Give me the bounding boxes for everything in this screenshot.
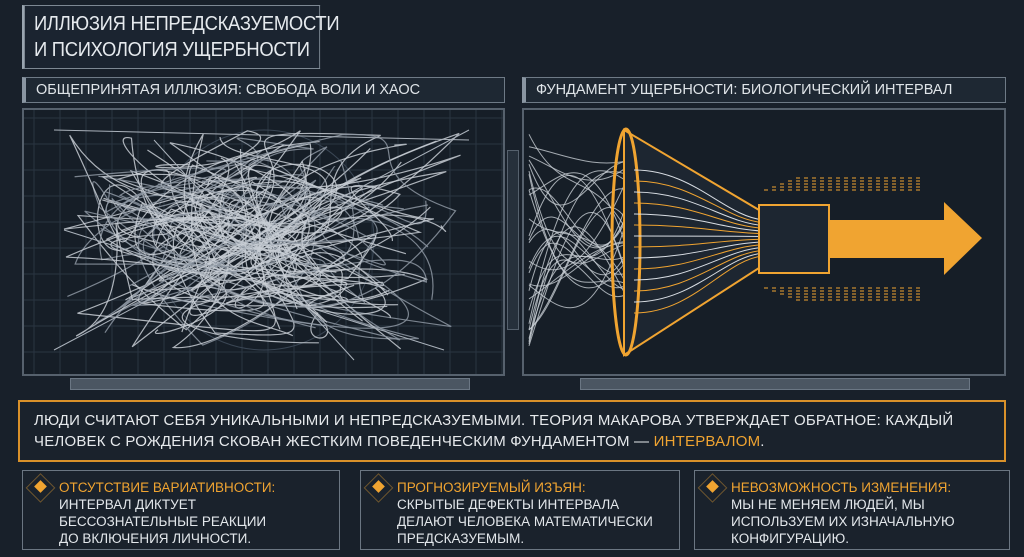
- funnel-line: [633, 241, 765, 259]
- funnel-line: [633, 255, 765, 314]
- chaos-line: [74, 184, 386, 333]
- input-line: [528, 192, 635, 248]
- input-line: [528, 189, 635, 289]
- funnel-rim: [610, 127, 642, 357]
- quote-box: ЛЮДИ СЧИТАЮТ СЕБЯ УНИКАЛЬНЫМИ И НЕПРЕДСК…: [18, 400, 1006, 462]
- funnel-line: [633, 247, 765, 281]
- card-line: БЕССОЗНАТЕЛЬНЫЕ РЕАКЦИИ: [59, 514, 267, 529]
- chaos-line: [103, 143, 390, 301]
- output-arrow: [829, 202, 982, 275]
- quote-end: .: [760, 433, 765, 450]
- chaos-line: [118, 159, 355, 327]
- card-line: СКРЫТЫЕ ДЕФЕКТЫ ИНТЕРВАЛА: [397, 497, 620, 512]
- input-line: [528, 250, 635, 339]
- chaos-line: [97, 184, 281, 330]
- input-line: [528, 241, 635, 287]
- input-line: [528, 187, 635, 246]
- funnel-line: [633, 191, 765, 226]
- chaos-line: [152, 133, 399, 337]
- card-change: НЕВОЗМОЖНОСТЬ ИЗМЕНЕНИЯ: МЫ НЕ МЕНЯЕМ ЛЮ…: [694, 470, 1010, 550]
- left-panel: [22, 108, 505, 376]
- chaos-vector: [63, 229, 445, 351]
- card-heading: НЕВОЗМОЖНОСТЬ ИЗМЕНЕНИЯ:: [731, 480, 952, 495]
- input-line: [528, 134, 635, 245]
- chaos-scribble-icon: [24, 110, 503, 374]
- funnel-body: [623, 128, 760, 357]
- card-line: МЫ НЕ МЕНЯЕМ ЛЮДЕЙ, МЫ: [731, 497, 925, 512]
- chaos-vector: [53, 129, 470, 351]
- funnel-line: [633, 180, 765, 224]
- funnel-line: [633, 169, 765, 221]
- panel-divider: [507, 150, 519, 330]
- funnel-line: [633, 202, 765, 229]
- input-line: [528, 235, 635, 275]
- card-line: ПРЕДСКАЗУЕМЫМ.: [397, 531, 525, 546]
- input-line: [528, 162, 635, 271]
- funnel-line: [633, 249, 765, 292]
- card-line: ДЕЛАЮТ ЧЕЛОВЕКА МАТЕМАТИЧЕСКИ: [397, 514, 653, 529]
- funnel-tube: [758, 204, 830, 274]
- funnel-line: [633, 252, 765, 303]
- chaos-line: [99, 160, 429, 341]
- chaos-line: [63, 147, 371, 282]
- funnel-line: [633, 224, 765, 235]
- funnel-line: [633, 213, 765, 232]
- card-line: ИНТЕРВАЛ ДИКТУЕТ: [59, 497, 196, 512]
- funnel-line: [633, 238, 765, 248]
- left-panel-bar: [70, 378, 470, 390]
- quote-highlight: ИНТЕРВАЛОМ: [653, 433, 761, 450]
- right-panel-bar: [580, 378, 970, 390]
- quote-text: ЛЮДИ СЧИТАЮТ СЕБЯ УНИКАЛЬНЫМИ И НЕПРЕДСК…: [34, 412, 954, 450]
- page-title: ИЛЛЮЗИЯ НЕПРЕДСКАЗУЕМОСТИ И ПСИХОЛОГИЯ У…: [22, 5, 340, 69]
- diamond-icon: [34, 480, 47, 493]
- right-panel: [522, 108, 1006, 376]
- chaos-vector: [53, 129, 470, 141]
- title-line-1: ИЛЛЮЗИЯ НЕПРЕДСКАЗУЕМОСТИ: [33, 13, 340, 35]
- input-line: [528, 170, 635, 324]
- diamond-icon: [706, 480, 719, 493]
- input-line: [528, 174, 635, 289]
- input-line: [528, 155, 635, 181]
- card-flaw: ПРОГНОЗИРУЕМЫЙ ИЗЪЯН: СКРЫТЫЕ ДЕФЕКТЫ ИН…: [360, 470, 680, 550]
- right-panel-header: ФУНДАМЕНТ УЩЕРБНОСТИ: БИОЛОГИЧЕСКИЙ ИНТЕ…: [522, 77, 1006, 103]
- input-line: [528, 231, 635, 291]
- funnel-line: [633, 235, 765, 237]
- chaos-line: [140, 154, 461, 290]
- card-heading: ОТСУТСТВИЕ ВАРИАТИВНОСТИ:: [59, 480, 276, 495]
- card-line: ИСПОЛЬЗУЕМ ИХ ИЗНАЧАЛЬНУЮ: [731, 514, 955, 529]
- input-line: [528, 234, 635, 276]
- left-panel-header: ОБЩЕПРИНЯТАЯ ИЛЛЮЗИЯ: СВОБОДА ВОЛИ И ХАО…: [22, 77, 505, 103]
- chaos-line: [104, 133, 457, 308]
- chaos-vector: [153, 139, 355, 361]
- chaos-line: [134, 171, 343, 256]
- input-line: [528, 259, 635, 330]
- card-heading: ПРОГНОЗИРУЕМЫЙ ИЗЪЯН:: [397, 480, 586, 495]
- chaos-line: [74, 167, 373, 265]
- chaos-line: [98, 174, 419, 340]
- input-line: [528, 242, 635, 300]
- input-line: [528, 170, 635, 264]
- input-line: [528, 146, 635, 164]
- input-line: [528, 172, 635, 273]
- title-line-2: И ПСИХОЛОГИЯ УЩЕРБНОСТИ: [33, 39, 310, 61]
- card-line: ДО ВКЛЮЧЕНИЯ ЛИЧНОСТИ.: [59, 531, 252, 546]
- card-line: КОНФИГУРАЦИЮ.: [731, 531, 849, 546]
- funnel-line: [633, 244, 765, 270]
- funnel-arrow-icon: [528, 127, 982, 357]
- input-line: [528, 212, 635, 346]
- card-variability: ОТСУТСТВИЕ ВАРИАТИВНОСТИ: ИНТЕРВАЛ ДИКТУ…: [22, 470, 340, 550]
- chaos-line: [75, 186, 447, 337]
- diamond-icon: [372, 480, 385, 493]
